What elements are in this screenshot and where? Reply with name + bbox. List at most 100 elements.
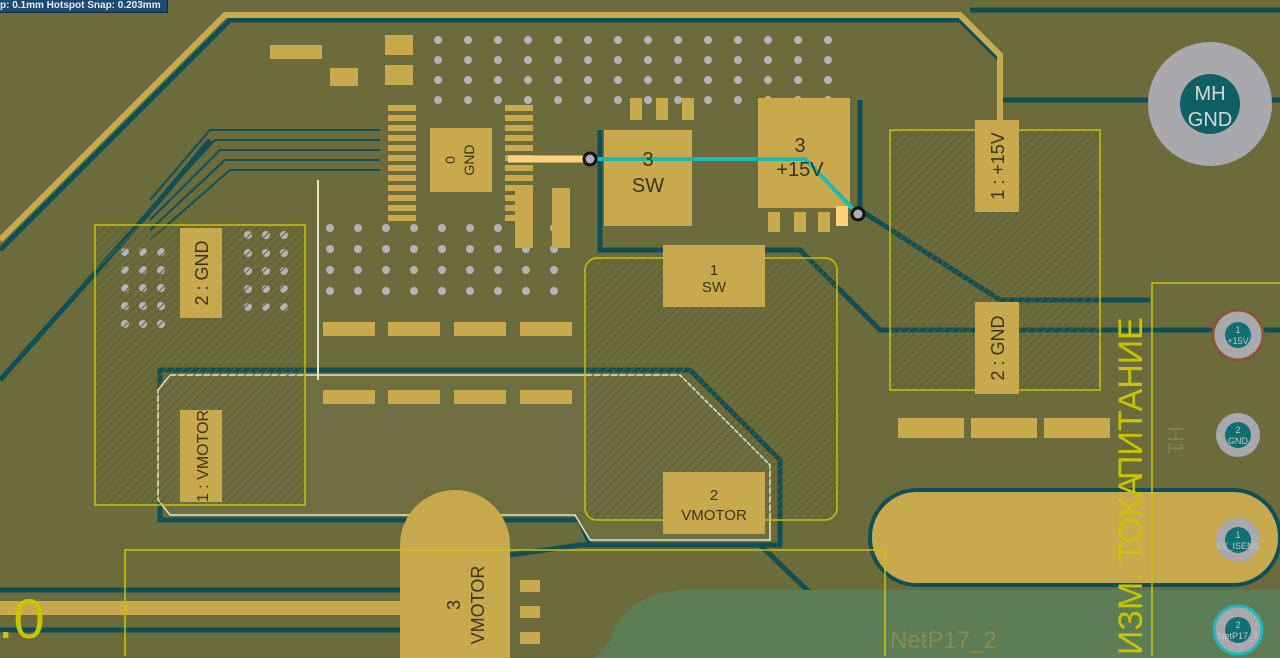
- via: [382, 287, 390, 295]
- pad-q-sw: [604, 130, 692, 226]
- via: [674, 76, 682, 84]
- via: [494, 266, 502, 274]
- isense-pour: [868, 488, 1280, 587]
- ic-pin: [388, 205, 416, 211]
- ic-pin: [505, 175, 533, 181]
- via: [524, 96, 532, 104]
- via: [584, 36, 592, 44]
- via: [410, 287, 418, 295]
- via: [438, 266, 446, 274]
- via: [326, 266, 334, 274]
- via: [326, 224, 334, 232]
- pad-label-num: 2: [710, 487, 718, 504]
- ic-pin: [388, 155, 416, 161]
- pad-label-num: 3: [444, 600, 464, 610]
- pad-label-num: 0: [442, 156, 458, 164]
- via: [410, 224, 418, 232]
- pad-label: 2 : GND: [988, 315, 1008, 380]
- via: [434, 36, 442, 44]
- module-outline: [124, 549, 886, 656]
- pad-label-net: SW: [702, 279, 727, 296]
- via: [550, 287, 558, 295]
- pad-c-vmotor: [180, 410, 222, 502]
- via: [464, 96, 472, 104]
- ic-pin: [388, 145, 416, 151]
- signal-traces: [149, 129, 380, 241]
- via: [438, 224, 446, 232]
- via: [584, 96, 592, 104]
- via: [464, 76, 472, 84]
- silk-power-label: ПИТАНИЕ: [1112, 317, 1150, 480]
- conn-pad-num: 1: [1235, 530, 1240, 540]
- pad-c2-15v: [975, 120, 1019, 212]
- ic-pin: [505, 105, 533, 111]
- snap-status-text: p: 0.1mm Hotspot Snap: 0.203mm: [0, 0, 161, 11]
- via: [614, 76, 622, 84]
- via: [354, 245, 362, 253]
- via: [382, 245, 390, 253]
- via: [494, 56, 502, 64]
- via: [464, 36, 472, 44]
- via: [494, 287, 502, 295]
- ic-pin: [388, 185, 416, 191]
- via: [554, 96, 562, 104]
- pad-u-gnd: [430, 128, 492, 192]
- vmotor-pad-large: [400, 490, 510, 658]
- status-bar: p: 0.1mm Hotspot Snap: 0.203mm: [0, 0, 168, 13]
- via: [522, 287, 530, 295]
- pad-label-net: SW: [632, 175, 664, 197]
- via: [494, 245, 502, 253]
- via: [382, 224, 390, 232]
- via: [434, 96, 442, 104]
- ic-pin: [388, 175, 416, 181]
- via: [494, 224, 502, 232]
- ic-pin: [388, 105, 416, 111]
- via: [466, 224, 474, 232]
- pad-label-net: +15V: [776, 159, 824, 181]
- conn-pad-net: GND: [1228, 436, 1249, 446]
- mh-label: MH: [1194, 83, 1225, 105]
- ic-pin: [388, 125, 416, 131]
- via: [734, 36, 742, 44]
- via: [794, 36, 802, 44]
- via: [524, 76, 532, 84]
- via: [764, 56, 772, 64]
- ic-pin: [388, 115, 416, 121]
- board-traces: [0, 12, 1003, 615]
- via: [764, 36, 772, 44]
- ic-pin: [388, 215, 416, 221]
- pad-c-gnd: [180, 228, 222, 318]
- via: [554, 36, 562, 44]
- via: [326, 245, 334, 253]
- via: [644, 36, 652, 44]
- via: [554, 76, 562, 84]
- via: [614, 36, 622, 44]
- ic-pin: [388, 195, 416, 201]
- via: [466, 266, 474, 274]
- via: [734, 96, 742, 104]
- via: [614, 56, 622, 64]
- pad-label-net: VMOTOR: [468, 566, 488, 645]
- via: [824, 56, 832, 64]
- via: [704, 76, 712, 84]
- conn-pad-net: 5V_ISENS: [1216, 541, 1259, 551]
- via: [550, 266, 558, 274]
- ic-pin: [505, 135, 533, 141]
- via: [614, 96, 622, 104]
- conn-pad-num: 2: [1235, 425, 1240, 435]
- via: [584, 76, 592, 84]
- via: [354, 224, 362, 232]
- via: [438, 287, 446, 295]
- via: [794, 56, 802, 64]
- via: [434, 76, 442, 84]
- selected-net-trace[interactable]: [508, 151, 866, 226]
- pad-l-vmotor: [663, 472, 765, 534]
- pad-label-net: VMOTOR: [681, 507, 747, 524]
- via: [466, 287, 474, 295]
- via: [644, 56, 652, 64]
- via: [734, 56, 742, 64]
- ic-pin: [505, 145, 533, 151]
- silk-designator: H1: [1163, 426, 1188, 454]
- silk-current-label: ИЗМ. ТОКА: [1112, 474, 1150, 655]
